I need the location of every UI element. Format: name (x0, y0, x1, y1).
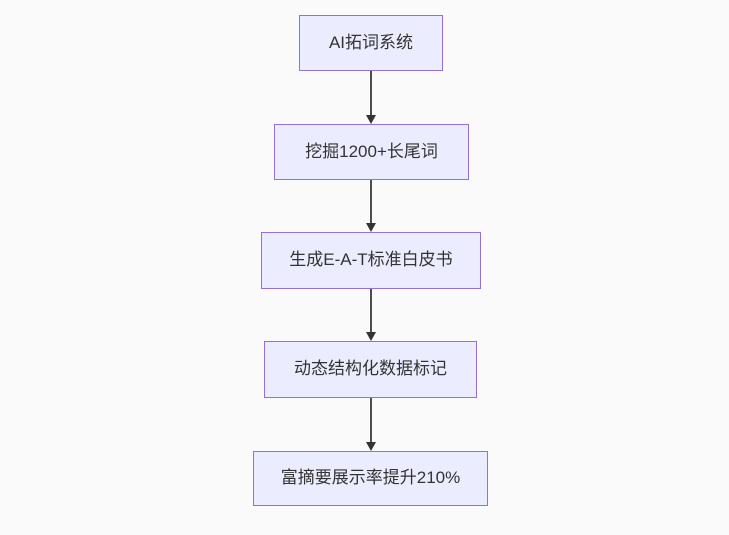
arrow-line (370, 289, 372, 332)
arrow-line (370, 398, 372, 442)
arrow-line (370, 71, 372, 115)
flow-edge-4 (366, 398, 376, 451)
arrow-head (366, 332, 376, 341)
arrow-head (366, 115, 376, 124)
node-label: 挖掘1200+长尾词 (305, 141, 438, 161)
flow-node-ai-keyword-system: AI拓词系统 (299, 15, 443, 71)
node-label: AI拓词系统 (328, 32, 414, 52)
arrow-head (366, 223, 376, 232)
arrow-line (370, 180, 372, 223)
flow-node-longtail-keywords: 挖掘1200+长尾词 (274, 124, 469, 180)
flow-node-rich-snippet-rate: 富摘要展示率提升210% (253, 451, 488, 506)
node-label: 生成E-A-T标准白皮书 (289, 250, 453, 270)
arrow-head (366, 442, 376, 451)
node-label: 富摘要展示率提升210% (280, 468, 461, 488)
flow-edge-2 (366, 180, 376, 232)
flow-node-eat-whitepaper: 生成E-A-T标准白皮书 (261, 232, 481, 289)
flow-edge-1 (366, 71, 376, 124)
flow-node-structured-data-markup: 动态结构化数据标记 (264, 341, 477, 398)
node-label: 动态结构化数据标记 (294, 359, 447, 379)
flow-edge-3 (366, 289, 376, 341)
